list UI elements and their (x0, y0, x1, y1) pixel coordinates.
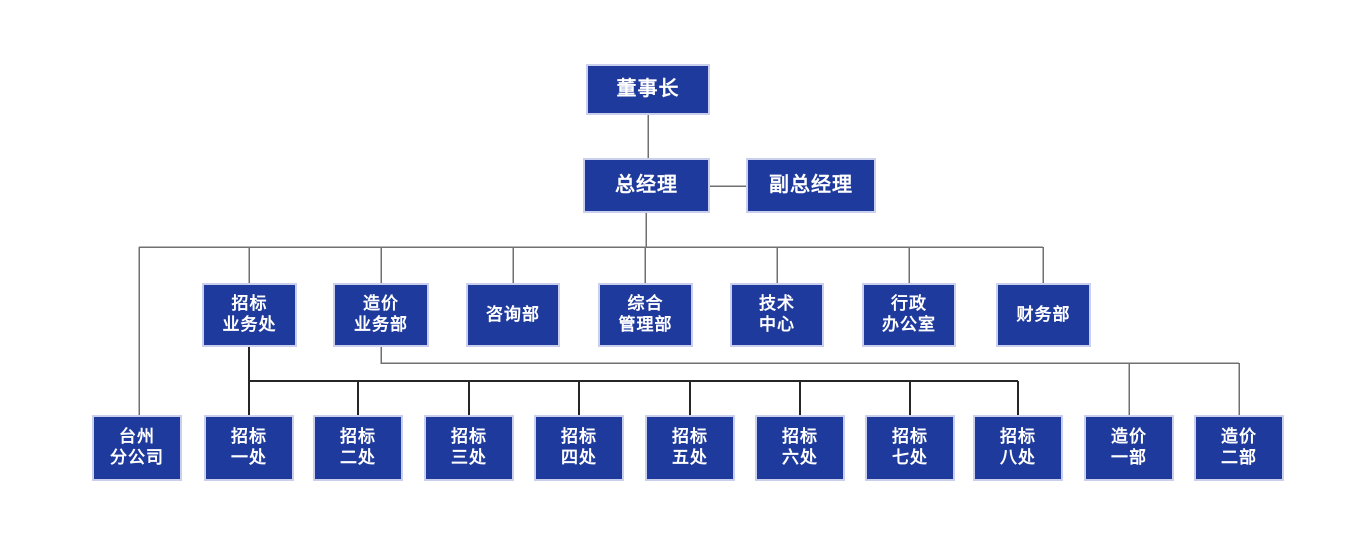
org-node-consulting-dept: 咨询部 (466, 283, 560, 347)
org-node-label-line: 八处 (1000, 448, 1036, 467)
org-node-label-line: 副总经理 (769, 174, 853, 197)
org-node-label-line: 七处 (892, 448, 928, 467)
org-node-cost-dept-2: 造价二部 (1194, 415, 1284, 481)
org-node-label-line: 总经理 (615, 174, 678, 197)
org-node-bidding-office-5: 招标五处 (645, 415, 735, 481)
org-node-bidding-office-7: 招标七处 (865, 415, 955, 481)
org-node-label-line: 台州 (119, 427, 155, 447)
org-node-label-line: 招标 (782, 427, 818, 447)
org-node-label-line: 一处 (231, 448, 267, 467)
org-node-bidding-office-2: 招标二处 (313, 415, 403, 481)
org-node-label-line: 四处 (561, 448, 597, 467)
org-node-label-line: 招标 (561, 427, 597, 447)
org-node-label-line: 业务部 (354, 315, 408, 334)
org-node-bidding-office-6: 招标六处 (755, 415, 845, 481)
org-node-label-line: 招标 (672, 427, 708, 447)
org-node-bidding-office-4: 招标四处 (534, 415, 624, 481)
org-node-bidding-office-1: 招标一处 (204, 415, 294, 481)
org-node-label-line: 五处 (672, 448, 708, 467)
org-node-label-line: 造价 (363, 294, 399, 314)
org-node-label-line: 二部 (1221, 448, 1257, 467)
org-node-label-line: 财务部 (1016, 304, 1071, 324)
org-node-bidding-office-8: 招标八处 (973, 415, 1063, 481)
org-node-general-management-dept: 综合管理部 (598, 283, 693, 347)
org-node-label-line: 招标 (231, 294, 268, 314)
org-node-label-line: 综合 (627, 294, 664, 314)
org-node-label-line: 业务处 (222, 315, 277, 334)
org-node-label-line: 管理部 (618, 315, 673, 334)
connector-line (380, 347, 1239, 364)
org-node-label-line: 招标 (1000, 427, 1036, 447)
org-node-label-line: 技术 (759, 294, 795, 314)
org-node-label-line: 二处 (340, 448, 376, 467)
org-node-cost-dept-1: 造价一部 (1084, 415, 1174, 481)
org-node-deputy-general-manager: 副总经理 (746, 158, 876, 213)
org-node-chairman: 董事长 (586, 64, 710, 115)
org-node-finance-dept: 财务部 (996, 283, 1091, 347)
org-node-label-line: 造价 (1111, 427, 1147, 447)
org-node-label-line: 招标 (340, 427, 376, 447)
org-node-bidding-business-office: 招标业务处 (202, 283, 297, 347)
org-node-label-line: 招标 (231, 427, 267, 447)
org-node-general-manager: 总经理 (583, 158, 710, 213)
org-node-taizhou-branch: 台州分公司 (92, 415, 182, 481)
org-node-label-line: 招标 (892, 427, 928, 447)
org-node-label-line: 分公司 (110, 448, 164, 467)
org-node-label-line: 一部 (1111, 448, 1147, 467)
org-node-label-line: 招标 (451, 427, 487, 447)
org-node-label-line: 咨询部 (486, 304, 540, 324)
org-node-label-line: 六处 (782, 448, 818, 467)
org-node-label-line: 行政 (891, 294, 927, 314)
org-node-administrative-office: 行政办公室 (862, 283, 956, 347)
org-node-label-line: 中心 (759, 315, 795, 334)
org-node-label-line: 造价 (1221, 427, 1257, 447)
org-node-label-line: 董事长 (616, 78, 680, 101)
org-node-cost-business-dept: 造价业务部 (333, 283, 429, 347)
org-node-label-line: 办公室 (882, 315, 936, 334)
org-node-label-line: 三处 (451, 448, 487, 467)
org-node-bidding-office-3: 招标三处 (424, 415, 514, 481)
org-node-technology-center: 技术中心 (730, 283, 824, 347)
